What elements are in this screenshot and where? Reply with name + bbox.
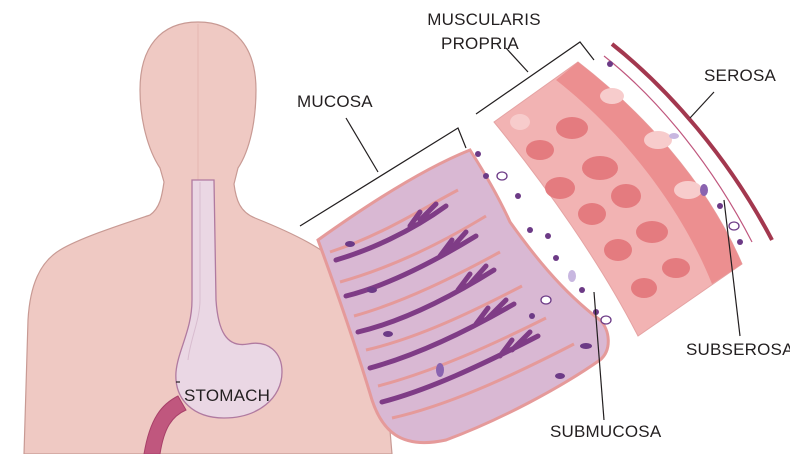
- serosa-leader: [690, 92, 714, 118]
- mucosa-leader: [346, 118, 378, 172]
- label-muscularis-line1: MUSCULARIS: [424, 10, 544, 30]
- label-mucosa: MUCOSA: [297, 92, 373, 112]
- label-serosa: SEROSA: [704, 66, 776, 86]
- label-submucosa: SUBMUCOSA: [550, 422, 661, 442]
- label-subserosa: SUBSEROSA: [686, 340, 790, 360]
- label-stomach: STOMACH: [184, 386, 270, 406]
- label-muscularis-line2: PROPRIA: [430, 34, 530, 54]
